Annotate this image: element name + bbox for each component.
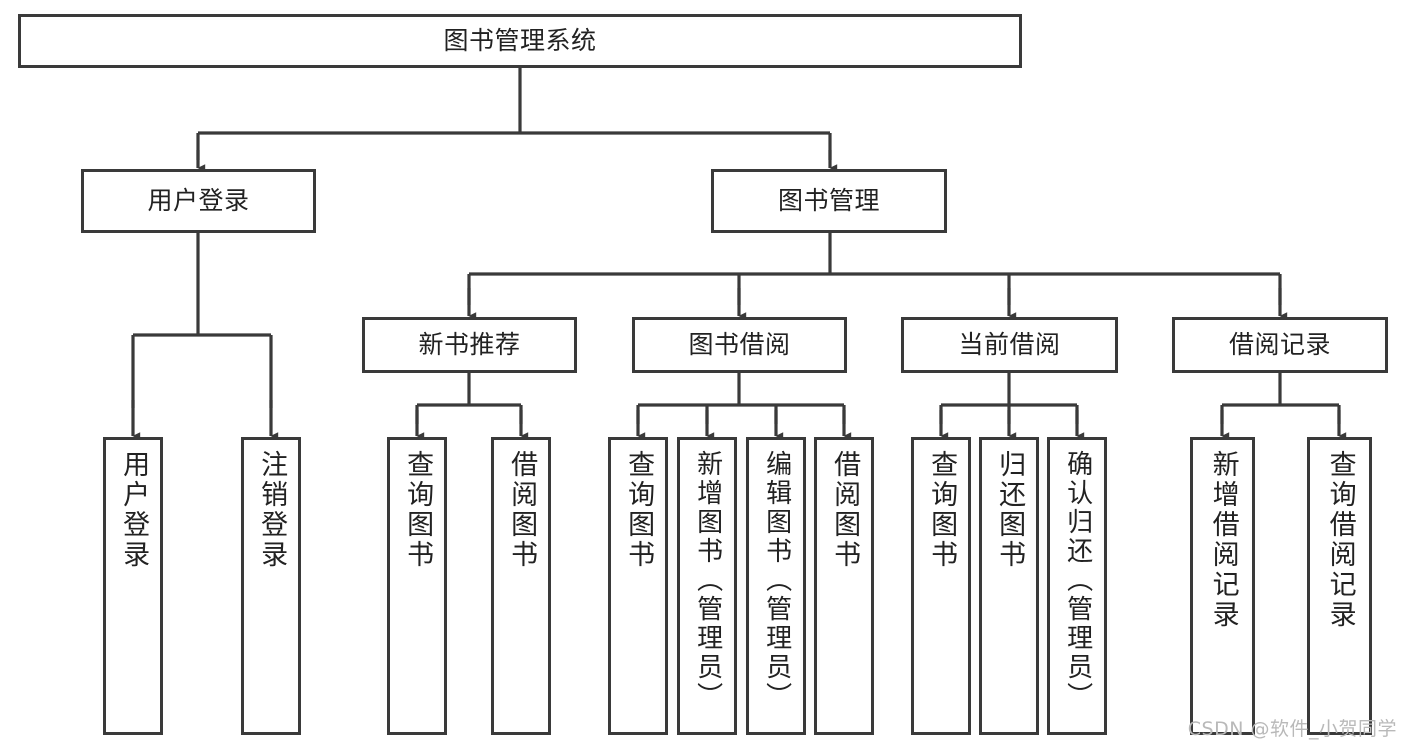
node-label: 新增图书（管理员） bbox=[692, 450, 723, 711]
node-label: 查询图书 bbox=[402, 450, 434, 570]
node-leaf-edit-book-admin[interactable]: 编辑图书（管理员） bbox=[746, 437, 806, 735]
node-leaf-query-borrow-record[interactable]: 查询借阅记录 bbox=[1307, 437, 1372, 735]
node-label: 编辑图书（管理员） bbox=[761, 450, 792, 711]
node-label: 查询借阅记录 bbox=[1324, 450, 1356, 630]
node-leaf-add-borrow-record[interactable]: 新增借阅记录 bbox=[1190, 437, 1255, 735]
node-leaf-user-logout[interactable]: 注销登录 bbox=[241, 437, 301, 735]
node-label: 用户登录 bbox=[118, 450, 150, 570]
node-root-book-management-system[interactable]: 图书管理系统 bbox=[18, 14, 1022, 68]
node-label: 图书管理系统 bbox=[443, 26, 597, 56]
node-leaf-confirm-return-admin[interactable]: 确认归还（管理员） bbox=[1047, 437, 1107, 735]
node-leaf-query-book-current[interactable]: 查询图书 bbox=[911, 437, 971, 735]
node-leaf-borrow-book-recommend[interactable]: 借阅图书 bbox=[491, 437, 551, 735]
node-label: 新增借阅记录 bbox=[1207, 450, 1239, 630]
node-label: 借阅图书 bbox=[829, 450, 861, 570]
node-label: 图书管理 bbox=[777, 186, 880, 216]
node-leaf-borrow-book[interactable]: 借阅图书 bbox=[814, 437, 874, 735]
node-book-borrow[interactable]: 图书借阅 bbox=[632, 317, 847, 373]
node-label: 图书借阅 bbox=[688, 330, 791, 360]
node-label: 查询图书 bbox=[623, 450, 655, 570]
node-leaf-query-book-borrow[interactable]: 查询图书 bbox=[608, 437, 668, 735]
node-label: 查询图书 bbox=[926, 450, 958, 570]
node-label: 注销登录 bbox=[256, 450, 288, 570]
node-leaf-query-book-recommend[interactable]: 查询图书 bbox=[387, 437, 447, 735]
node-leaf-add-book-admin[interactable]: 新增图书（管理员） bbox=[677, 437, 737, 735]
node-leaf-return-book[interactable]: 归还图书 bbox=[979, 437, 1039, 735]
node-label: 新书推荐 bbox=[418, 330, 521, 360]
node-label: 归还图书 bbox=[994, 450, 1026, 570]
node-label: 借阅记录 bbox=[1228, 330, 1331, 360]
node-new-book-recommend[interactable]: 新书推荐 bbox=[362, 317, 577, 373]
node-label: 用户登录 bbox=[147, 186, 250, 216]
node-book-management[interactable]: 图书管理 bbox=[711, 169, 947, 233]
node-label: 借阅图书 bbox=[506, 450, 538, 570]
csdn-watermark: CSDN @软件_小贺同学 bbox=[1187, 718, 1397, 740]
node-label: 确认归还（管理员） bbox=[1062, 450, 1093, 711]
node-user-login[interactable]: 用户登录 bbox=[81, 169, 316, 233]
node-current-borrow[interactable]: 当前借阅 bbox=[901, 317, 1118, 373]
node-label: 当前借阅 bbox=[958, 330, 1061, 360]
node-leaf-user-login[interactable]: 用户登录 bbox=[103, 437, 163, 735]
node-borrow-record[interactable]: 借阅记录 bbox=[1172, 317, 1388, 373]
